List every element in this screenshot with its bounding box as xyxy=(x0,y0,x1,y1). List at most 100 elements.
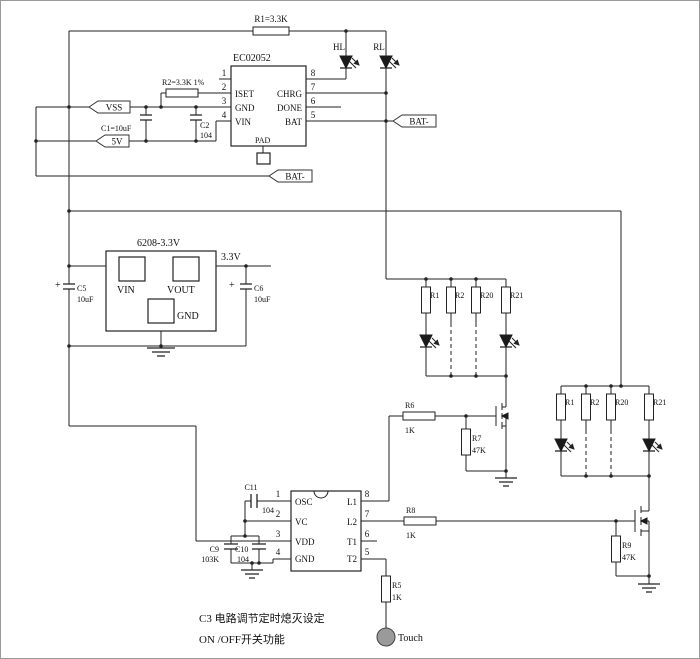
vss-flag-label: VSS xyxy=(106,103,123,113)
touch-pin7-num: 7 xyxy=(365,509,370,519)
array-top-led-last xyxy=(499,334,519,348)
bat-flag-left-label: BAT- xyxy=(285,172,304,182)
resistor-r6 xyxy=(402,411,436,421)
wires xyxy=(35,30,650,628)
c10-ref: C10 xyxy=(235,545,248,554)
note-line2: ON /OFF开关功能 xyxy=(199,632,285,646)
cap-c9 xyxy=(224,543,238,550)
c11-val: 104 xyxy=(262,506,274,515)
touch-osc-label: OSC xyxy=(295,497,313,507)
charger-pin5-num: 5 xyxy=(311,110,316,120)
c6-ref: C6 xyxy=(254,284,263,293)
regulator-gnd-label: GND xyxy=(177,311,199,322)
touch-pad-label: Touch xyxy=(398,633,423,644)
charger-pad-label: PAD xyxy=(255,136,270,145)
charger-ic-body xyxy=(230,65,307,147)
led-rl xyxy=(379,55,399,68)
ground-symbols xyxy=(147,347,660,593)
rail-3v3-label: 3.3V xyxy=(221,252,242,263)
flag-5v-label: 5V xyxy=(112,137,124,147)
cap-c1 xyxy=(140,114,152,121)
touch-vdd-label: VDD xyxy=(295,537,315,547)
cap-c5 xyxy=(63,283,75,290)
cap-c10 xyxy=(252,543,266,550)
r9-val: 47K xyxy=(622,553,636,562)
array-top-resistor-4 xyxy=(501,286,511,314)
resistor-r9 xyxy=(611,535,621,563)
lower-mosfet-arrow xyxy=(639,517,648,525)
touch-pin2-num: 2 xyxy=(276,509,281,519)
touch-ic-body xyxy=(290,490,362,572)
r6-val: 1K xyxy=(405,426,415,435)
c11-ref: C11 xyxy=(244,483,257,492)
charger-chrg-label: CHRG xyxy=(277,89,303,99)
mosfets xyxy=(500,412,648,525)
touch-l2-label: L2 xyxy=(347,517,357,527)
touch-pin3-num: 3 xyxy=(276,529,281,539)
charger-ic-name: EC02052 xyxy=(233,53,271,64)
array-bottom-r4-label: R21 xyxy=(653,398,666,407)
resistor-r1-charge xyxy=(252,26,290,36)
ground-regulator xyxy=(147,347,175,357)
r1-label: R1=3.3K xyxy=(254,14,288,24)
regulator-vin-label: VIN xyxy=(117,285,135,296)
capacitors xyxy=(63,114,266,550)
charger-vin-label: VIN xyxy=(235,117,251,127)
led-rl-label: RL xyxy=(373,42,385,52)
array-top-r1-label: R1 xyxy=(430,291,439,300)
r8-val: 1K xyxy=(406,531,416,540)
c5-ref: C5 xyxy=(77,284,86,293)
array-top-r3-label: R20 xyxy=(480,291,493,300)
touch-pin1-num: 1 xyxy=(276,489,281,499)
charger-ic xyxy=(230,65,307,165)
touch-t2-label: T2 xyxy=(347,554,357,564)
ground-touch-caps xyxy=(241,569,263,579)
array-top-resistor-3 xyxy=(471,286,481,314)
array-top-r4-label: R21 xyxy=(510,291,523,300)
touch-pin4-num: 4 xyxy=(276,547,281,557)
bat-flag-right-label: BAT- xyxy=(409,117,428,127)
charger-pin4-num: 4 xyxy=(222,110,227,120)
resistor-r7 xyxy=(461,428,471,456)
regulator-vout-pad xyxy=(172,256,200,282)
charger-pin1-num: 1 xyxy=(222,68,227,78)
touch-vc-label: VC xyxy=(295,517,308,527)
labels: R1=3.3K HL RL EC02052 1 2 3 4 8 7 6 5 IS… xyxy=(55,14,666,646)
cap-c2 xyxy=(190,114,202,121)
touch-gnd-label: GND xyxy=(295,554,315,564)
resistors xyxy=(165,26,654,603)
c5-plus: + xyxy=(55,280,61,291)
touch-pin5-num: 5 xyxy=(365,547,370,557)
array-top-led-first xyxy=(419,334,439,348)
charger-ic-pad-square xyxy=(256,152,271,165)
resistor-r2-iset xyxy=(165,88,199,98)
note-line1: C3 电路调节定时熄灭设定 xyxy=(199,611,325,625)
charger-pin8-num: 8 xyxy=(311,68,316,78)
r7-val: 47K xyxy=(472,446,486,455)
c9-ref: C9 xyxy=(210,545,219,554)
touch-pin6-num: 6 xyxy=(365,529,370,539)
net-flags xyxy=(88,100,437,183)
array-top-resistor-1 xyxy=(421,286,431,314)
array-bottom-resistor-4 xyxy=(644,393,654,421)
array-bottom-resistor-1 xyxy=(556,393,566,421)
r5-ref: R5 xyxy=(392,581,401,590)
r9-ref: R9 xyxy=(622,541,631,550)
touch-t1-label: T1 xyxy=(347,537,357,547)
array-bottom-resistor-2 xyxy=(581,393,591,421)
array-bottom-r2-label: R2 xyxy=(590,398,599,407)
array-bottom-led-first xyxy=(554,438,574,452)
array-top-r2-label: R2 xyxy=(455,291,464,300)
touch-pin8-num: 8 xyxy=(365,489,370,499)
regulator-gnd-pad xyxy=(147,298,175,324)
c6-plus: + xyxy=(229,280,235,291)
touch-pad[interactable] xyxy=(376,627,396,647)
array-bottom-led-last xyxy=(642,438,662,452)
resistor-r5-touch xyxy=(381,575,391,603)
regulator-name: 6208-3.3V xyxy=(137,238,181,249)
cap-c11 xyxy=(250,494,258,508)
array-top-resistor-2 xyxy=(446,286,456,314)
array-bottom-resistor-3 xyxy=(606,393,616,421)
